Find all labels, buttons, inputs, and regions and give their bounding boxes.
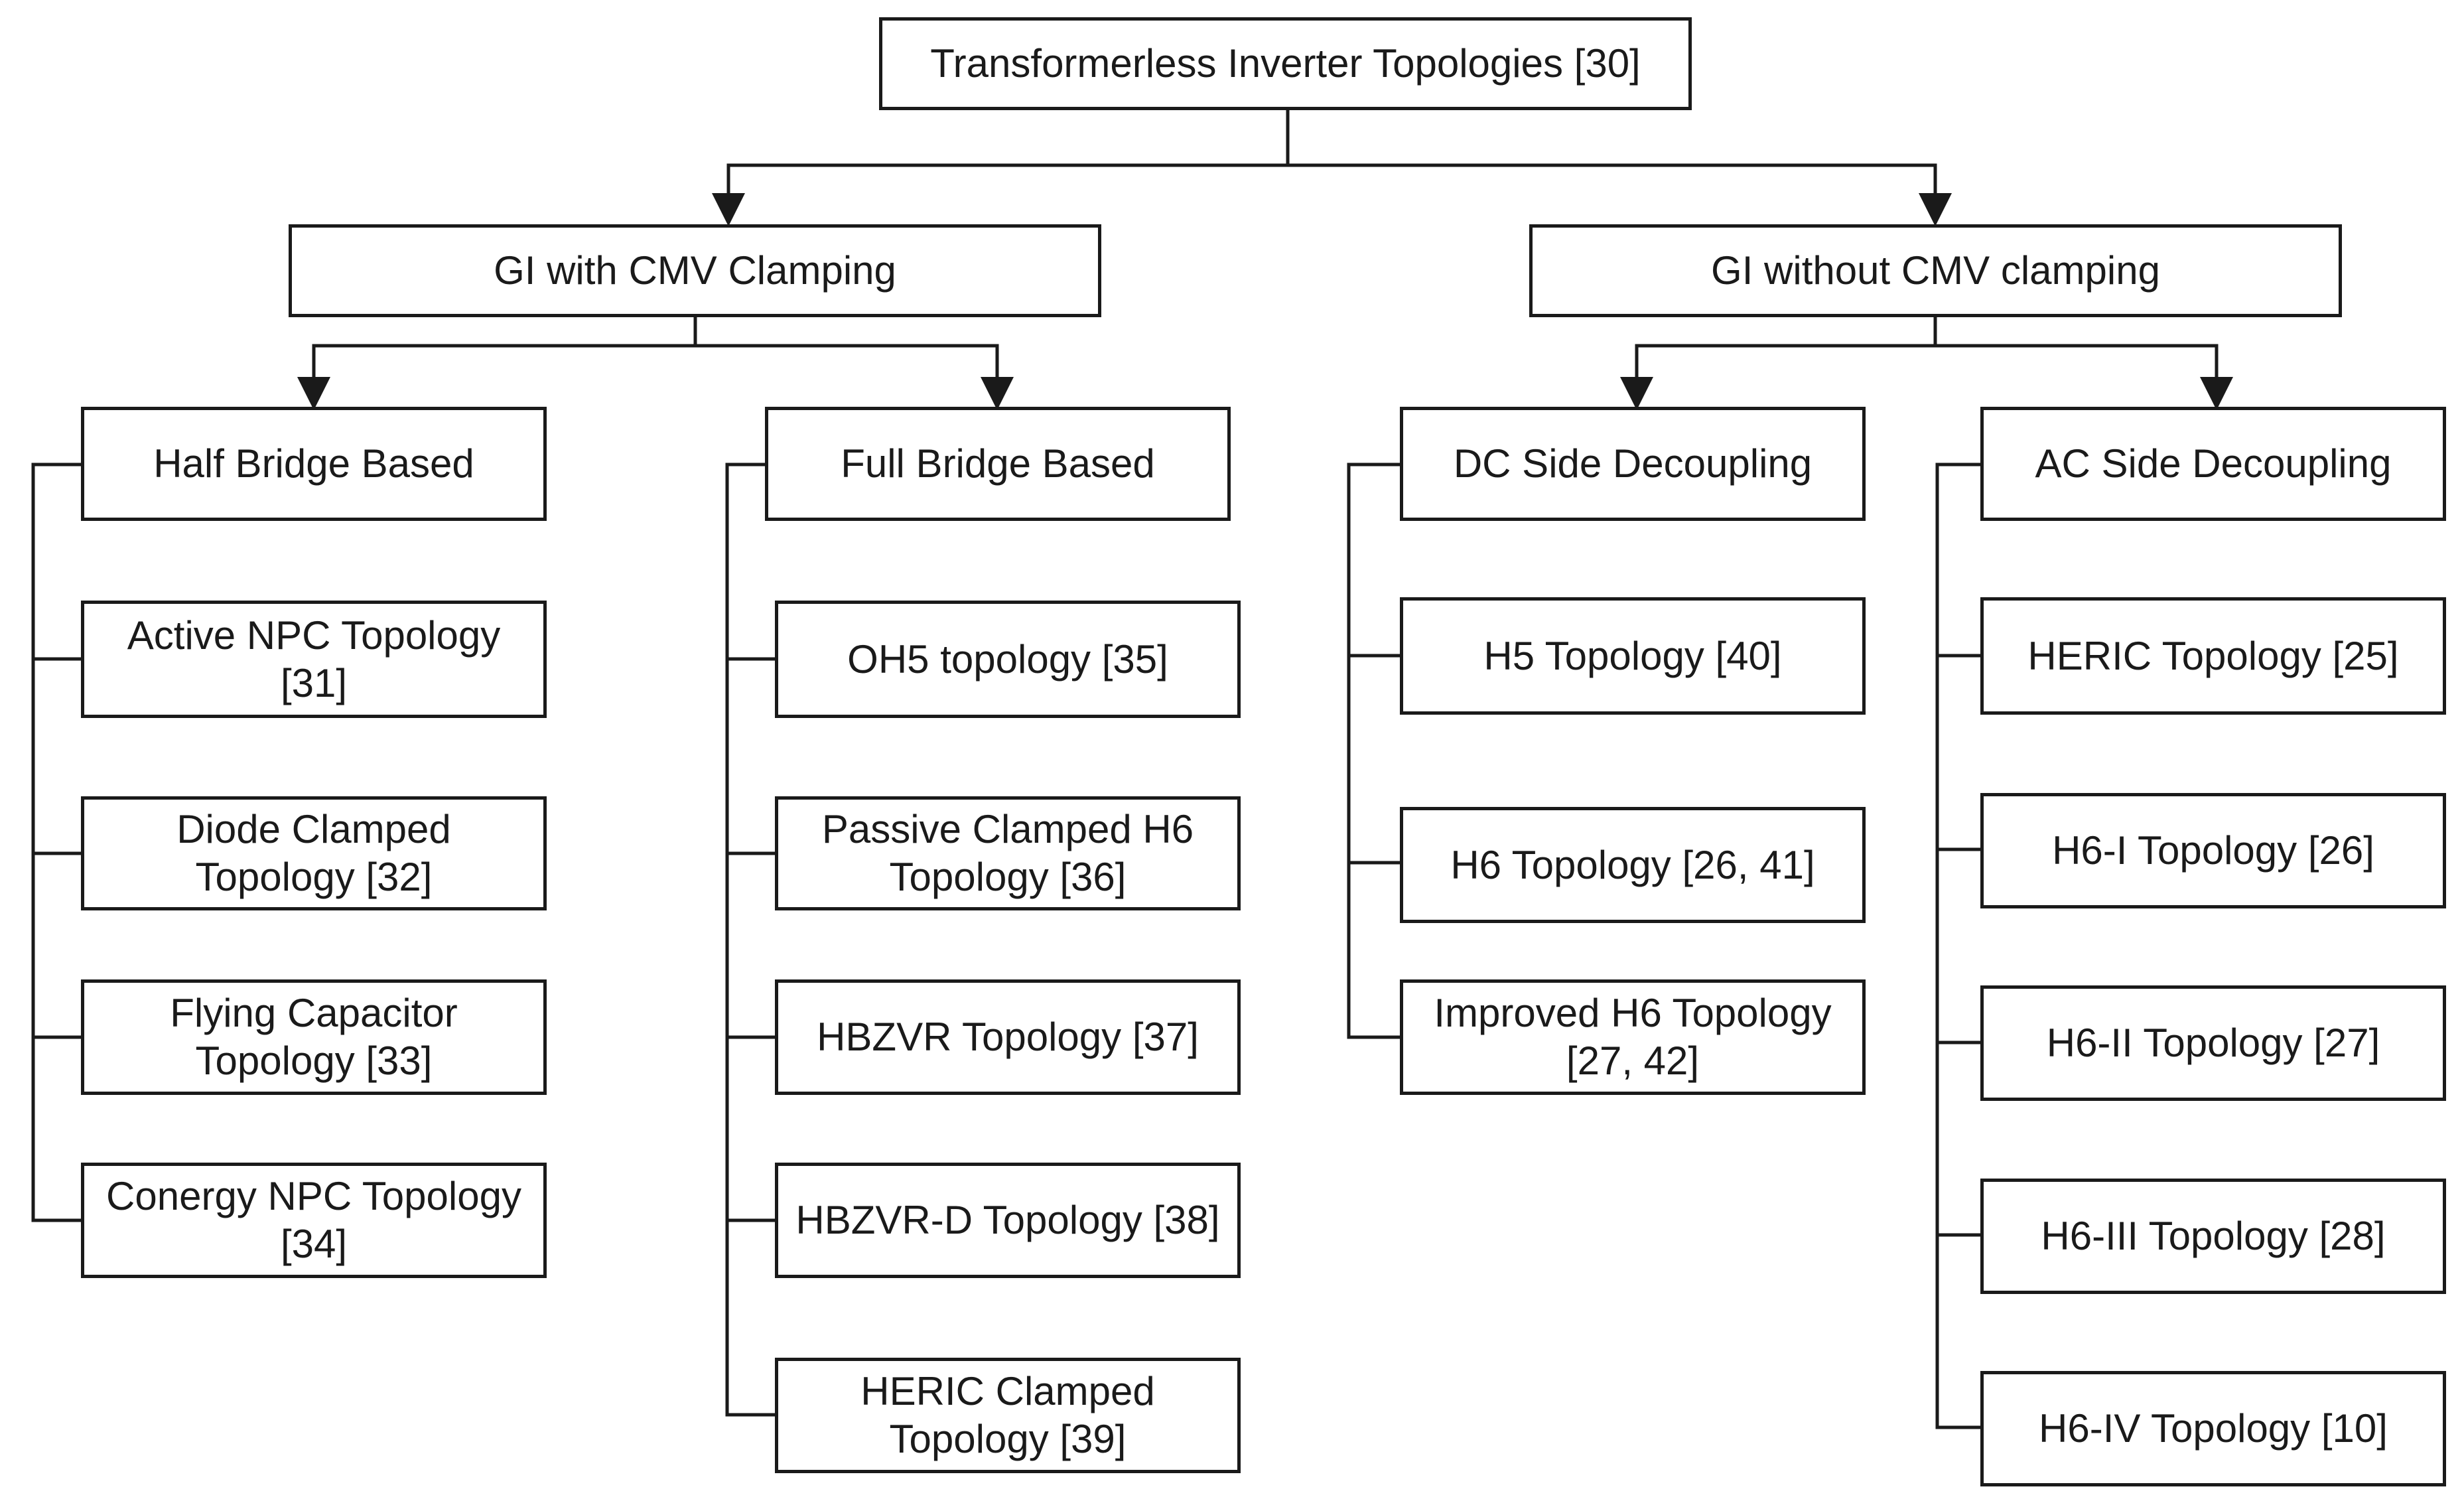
item-label: H6-II Topology [27] — [2046, 1021, 2380, 1065]
item-label: Diode Clamped Topology [32] — [176, 807, 451, 899]
item-label: HBZVR-D Topology [38] — [795, 1198, 1220, 1242]
root-node: Transformerless Inverter Topologies [30] — [879, 17, 1692, 110]
ac-side-item: H6-III Topology [28] — [1980, 1179, 2446, 1294]
ac-side-item: H6-II Topology [27] — [1980, 985, 2446, 1101]
without-cmv-node: GI without CMV clamping — [1529, 224, 2342, 317]
item-label: Active NPC Topology [31] — [127, 612, 501, 705]
ac-side-label: AC Side Decoupling — [2035, 441, 2392, 486]
ac-side-item: HERIC Topology [25] — [1980, 597, 2446, 715]
root-label: Transformerless Inverter Topologies [30] — [930, 41, 1641, 86]
item-label: HERIC Clamped Topology [39] — [860, 1369, 1155, 1461]
ac-side-item: H6-I Topology [26] — [1980, 793, 2446, 908]
item-label: Improved H6 Topology [27, 42] — [1434, 991, 1832, 1083]
half-bridge-node: Half Bridge Based — [81, 407, 547, 521]
half-bridge-label: Half Bridge Based — [153, 441, 474, 486]
dc-side-label: DC Side Decoupling — [1453, 441, 1813, 486]
full-bridge-label: Full Bridge Based — [841, 441, 1155, 486]
item-label: H5 Topology [40] — [1483, 633, 1782, 678]
full-bridge-item: OH5 topology [35] — [775, 601, 1241, 718]
item-label: H6 Topology [26, 41] — [1450, 842, 1815, 887]
full-bridge-item: HBZVR-D Topology [38] — [775, 1163, 1241, 1278]
full-bridge-item: HBZVR Topology [37] — [775, 979, 1241, 1095]
item-label: H6-I Topology [26] — [2052, 828, 2374, 873]
ac-side-node: AC Side Decoupling — [1980, 407, 2446, 521]
half-bridge-item: Active NPC Topology [31] — [81, 601, 547, 718]
item-label: Flying Capacitor Topology [33] — [170, 991, 458, 1083]
full-bridge-item: HERIC Clamped Topology [39] — [775, 1358, 1241, 1473]
dc-side-item: H6 Topology [26, 41] — [1400, 807, 1866, 923]
dc-side-item: Improved H6 Topology [27, 42] — [1400, 979, 1866, 1095]
full-bridge-node: Full Bridge Based — [765, 407, 1231, 521]
item-label: H6-IV Topology [10] — [2039, 1406, 2388, 1451]
full-bridge-item: Passive Clamped H6 Topology [36] — [775, 796, 1241, 910]
with-cmv-node: GI with CMV Clamping — [289, 224, 1101, 317]
item-label: Conergy NPC Topology [34] — [106, 1174, 521, 1266]
dc-side-item: H5 Topology [40] — [1400, 597, 1866, 715]
half-bridge-item: Flying Capacitor Topology [33] — [81, 979, 547, 1095]
without-cmv-label: GI without CMV clamping — [1711, 248, 2160, 293]
with-cmv-label: GI with CMV Clamping — [494, 248, 896, 293]
item-label: HBZVR Topology [37] — [817, 1015, 1199, 1059]
item-label: HERIC Topology [25] — [2027, 633, 2399, 678]
half-bridge-item: Diode Clamped Topology [32] — [81, 796, 547, 910]
half-bridge-item: Conergy NPC Topology [34] — [81, 1163, 547, 1278]
item-label: OH5 topology [35] — [847, 636, 1168, 682]
ac-side-item: H6-IV Topology [10] — [1980, 1371, 2446, 1486]
item-label: H6-III Topology [28] — [2041, 1214, 2386, 1258]
item-label: Passive Clamped H6 Topology [36] — [821, 807, 1194, 899]
dc-side-node: DC Side Decoupling — [1400, 407, 1866, 521]
